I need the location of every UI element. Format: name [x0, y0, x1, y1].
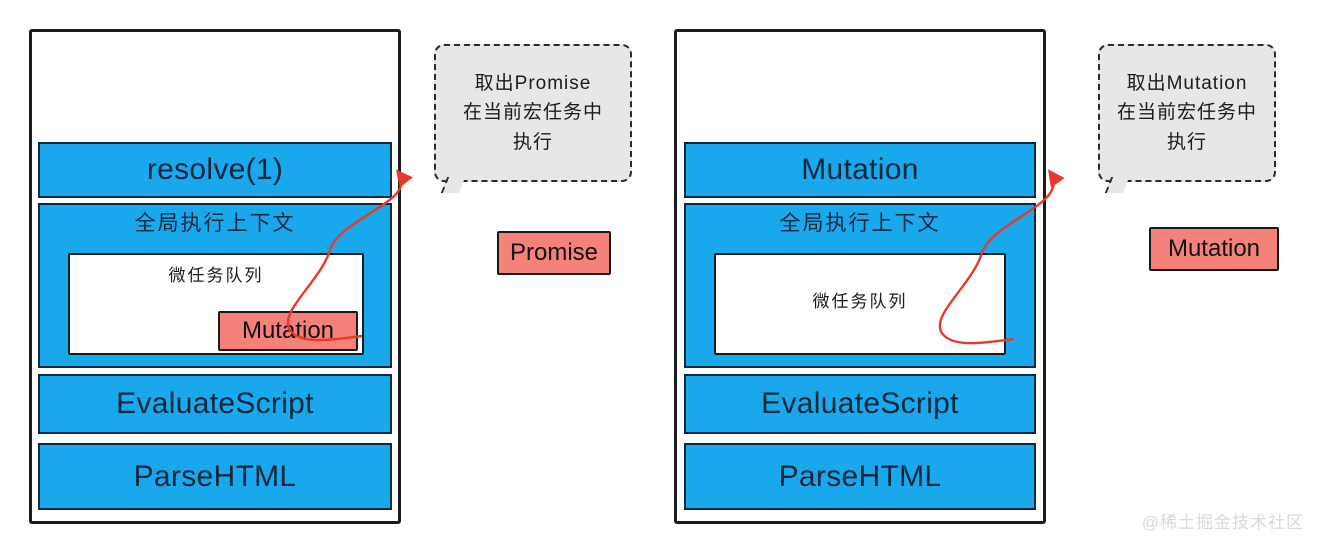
- callout-left-line-1: 取出Promise: [474, 72, 592, 94]
- stack-bar-evaluate-script-right: EvaluateScript: [684, 374, 1036, 434]
- stack-bar-parse-html-label-left: ParseHTML: [133, 459, 297, 493]
- microtask-queue-label-right: 微任务队列: [812, 292, 908, 311]
- microtask-queue-right: 微任务队列: [714, 253, 1006, 355]
- stack-bar-mutation: Mutation: [684, 142, 1036, 198]
- microtask-queue-label-left: 微任务队列: [168, 266, 264, 285]
- callout-left-line-3: 执行: [512, 131, 553, 153]
- callout-left-tail: [440, 177, 466, 193]
- stack-bar-resolve-label: resolve(1): [146, 153, 284, 186]
- stack-bar-global-execution-context-label-left: 全局执行上下文: [134, 212, 296, 235]
- chip-promise-label: Promise: [509, 239, 599, 266]
- callout-right: 取出Mutation 在当前宏任务中 执行: [1098, 44, 1276, 193]
- stack-bar-global-execution-context-label-right: 全局执行上下文: [779, 212, 941, 235]
- watermark: @稀土掘金技术社区: [1141, 513, 1304, 532]
- stack-bar-mutation-label: Mutation: [801, 153, 919, 186]
- chip-mutation-label: Mutation: [1167, 235, 1261, 262]
- stack-bar-evaluate-script-label-left: EvaluateScript: [116, 387, 314, 420]
- callout-right-line-1: 取出Mutation: [1126, 72, 1248, 94]
- chip-promise: Promise: [497, 231, 611, 275]
- stack-bar-resolve: resolve(1): [38, 142, 392, 198]
- microtask-queue-item-mutation-label: Mutation: [241, 317, 335, 344]
- chip-mutation: Mutation: [1149, 227, 1279, 271]
- callout-left: 取出Promise 在当前宏任务中 执行: [434, 44, 632, 193]
- callout-right-tail: [1104, 177, 1130, 193]
- callout-right-line-3: 执行: [1166, 131, 1207, 153]
- stack-bar-parse-html-left: ParseHTML: [38, 443, 392, 510]
- callout-right-line-2: 在当前宏任务中: [1116, 102, 1257, 124]
- stack-bar-parse-html-right: ParseHTML: [684, 443, 1036, 510]
- callout-left-line-2: 在当前宏任务中: [462, 102, 603, 124]
- stack-bar-parse-html-label-right: ParseHTML: [778, 459, 942, 493]
- stack-bar-evaluate-script-label-right: EvaluateScript: [761, 387, 959, 420]
- stack-bar-evaluate-script-left: EvaluateScript: [38, 374, 392, 434]
- microtask-queue-item-mutation: Mutation: [218, 311, 358, 351]
